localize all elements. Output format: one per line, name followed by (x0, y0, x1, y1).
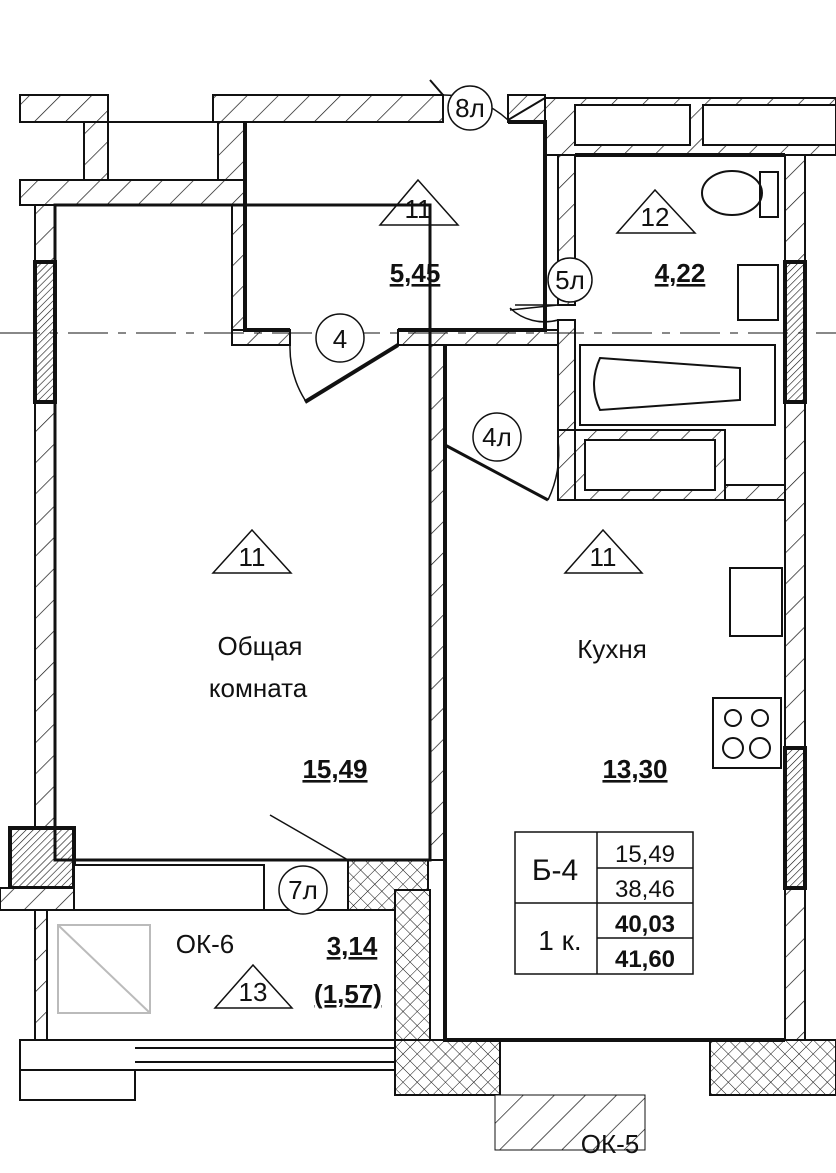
door-label-living: 4 (333, 324, 347, 354)
usable-area-value: 38,46 (615, 876, 675, 903)
room-outlines (46, 120, 785, 1042)
door-label-bath: 5л (555, 265, 585, 295)
room-tag-hall: 11 (405, 194, 432, 224)
bathtub-icon (579, 344, 776, 426)
room-tag-living: 11 (239, 542, 266, 572)
balcony-area-reduced: (1,57) (314, 979, 382, 1009)
kitchen-sink-icon (729, 567, 783, 637)
labels: 8л 5л 4 4л 7л 11 12 11 11 13 5,45 4,22 О… (176, 85, 706, 1159)
living-area: 15,49 (302, 754, 367, 784)
fixtures (0, 170, 836, 1063)
room-tag-balcony: 13 (239, 977, 268, 1007)
stove-icon (712, 697, 782, 769)
room-count: 1 к. (538, 925, 581, 956)
bathroom-area: 4,22 (655, 258, 706, 288)
walls (0, 94, 836, 1151)
toilet-icon (701, 170, 763, 216)
bath-door-swing (509, 304, 559, 311)
apartment-type: Б-4 (532, 854, 578, 887)
window-label-kitchen: ОК-5 (581, 1129, 640, 1159)
room-tag-kitchen: 11 (590, 542, 617, 572)
total-area-value: 40,03 (615, 911, 675, 938)
total-with-balcony-value: 41,60 (615, 946, 675, 973)
living-door-swing (289, 344, 306, 401)
door-label-balcony: 7л (288, 875, 318, 905)
sink-icon (737, 264, 779, 321)
balcony-cabinet (57, 924, 151, 1014)
living-area-value: 15,49 (615, 841, 675, 868)
kitchen-name: Кухня (577, 634, 647, 664)
kitchen-door-swing (444, 443, 549, 502)
kitchen-area: 13,30 (602, 754, 667, 784)
living-name-2: комната (209, 673, 308, 703)
balcony-area: 3,14 (327, 931, 378, 961)
room-tag-bathroom: 12 (641, 202, 670, 232)
hall-area: 5,45 (390, 258, 441, 288)
window-label-balcony: ОК-6 (176, 929, 235, 959)
door-label-entry: 8л (455, 93, 485, 123)
door-label-kitchen: 4л (482, 422, 512, 452)
living-name-1: Общая (217, 631, 302, 661)
summary-table: Б-4 1 к. 15,49 38,46 40,03 41,60 (514, 831, 694, 975)
